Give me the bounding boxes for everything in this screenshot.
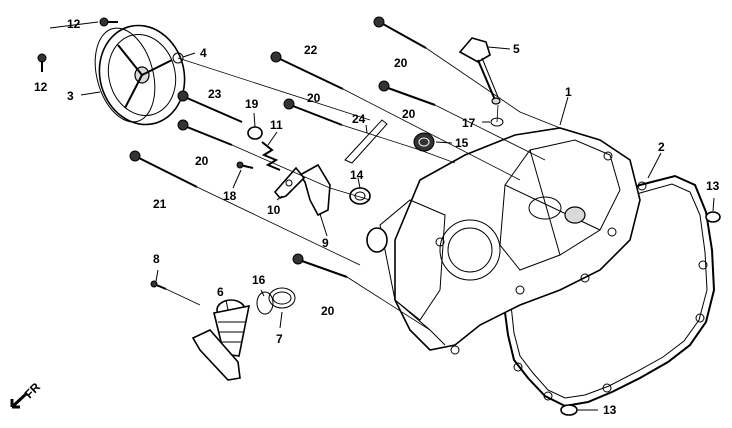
washer bbox=[256, 291, 274, 315]
label-9: 9 bbox=[322, 236, 329, 250]
label-3: 3 bbox=[67, 89, 74, 103]
front-direction-indicator: FR bbox=[10, 380, 43, 409]
spring bbox=[268, 287, 296, 309]
collar bbox=[247, 126, 263, 140]
label-18: 18 bbox=[223, 189, 237, 203]
label-4: 4 bbox=[200, 46, 207, 60]
bolt-12-top bbox=[99, 17, 118, 27]
label-11: 11 bbox=[270, 118, 283, 132]
label-15: 15 bbox=[455, 136, 469, 150]
label-17: 17 bbox=[462, 116, 476, 130]
bolt-20c bbox=[283, 98, 343, 126]
oil-seal-15 bbox=[413, 132, 435, 152]
dowel-pin-upper bbox=[705, 211, 721, 223]
o-ring bbox=[172, 52, 184, 64]
front-arrow-icon bbox=[10, 392, 28, 409]
dowel-pin-lower bbox=[560, 404, 578, 416]
label-12-top: 12 bbox=[67, 17, 81, 31]
label-19: 19 bbox=[245, 97, 259, 111]
bolt-23 bbox=[177, 90, 243, 123]
label-16: 16 bbox=[252, 273, 266, 287]
spring-11 bbox=[261, 141, 281, 171]
crankcase-cover bbox=[366, 127, 641, 355]
clip bbox=[344, 119, 388, 164]
clutch-cover bbox=[94, 24, 186, 126]
leader-lines bbox=[49, 21, 715, 411]
label-1: 1 bbox=[565, 85, 572, 99]
label-2: 2 bbox=[658, 140, 665, 154]
screw-18 bbox=[236, 161, 254, 169]
lever bbox=[273, 166, 306, 199]
label-5: 5 bbox=[513, 42, 520, 56]
part-labels: 1 2 3 4 5 6 7 8 9 10 11 12 12 13 13 14 1… bbox=[34, 17, 720, 417]
bolt-8 bbox=[150, 280, 167, 290]
label-23: 23 bbox=[208, 87, 222, 101]
label-13-lower: 13 bbox=[603, 403, 617, 417]
label-12-left: 12 bbox=[34, 80, 48, 94]
label-20-e: 20 bbox=[321, 304, 335, 318]
label-20-b: 20 bbox=[402, 107, 416, 121]
front-direction-label: FR bbox=[22, 380, 43, 401]
bolt-20b bbox=[378, 80, 436, 106]
label-21: 21 bbox=[153, 197, 167, 211]
label-14: 14 bbox=[350, 168, 364, 182]
assembly-lines bbox=[165, 47, 561, 331]
label-8: 8 bbox=[153, 252, 160, 266]
label-10: 10 bbox=[267, 203, 281, 217]
label-22: 22 bbox=[304, 43, 318, 57]
bolt-22 bbox=[270, 51, 344, 90]
label-7: 7 bbox=[276, 332, 283, 346]
bolt-21 bbox=[129, 150, 198, 188]
oil-seal bbox=[349, 187, 371, 205]
bolt-20a bbox=[373, 16, 427, 49]
bolt-20e bbox=[292, 253, 348, 278]
label-24: 24 bbox=[352, 112, 366, 126]
label-13-upper: 13 bbox=[706, 179, 720, 193]
label-20-d: 20 bbox=[195, 154, 209, 168]
bolt-12-left bbox=[37, 53, 47, 72]
label-20-a: 20 bbox=[394, 56, 408, 70]
plate bbox=[298, 163, 331, 217]
kick-shaft bbox=[191, 299, 251, 381]
bolt-20d bbox=[177, 119, 233, 146]
label-20-c: 20 bbox=[307, 91, 321, 105]
label-6: 6 bbox=[217, 285, 224, 299]
